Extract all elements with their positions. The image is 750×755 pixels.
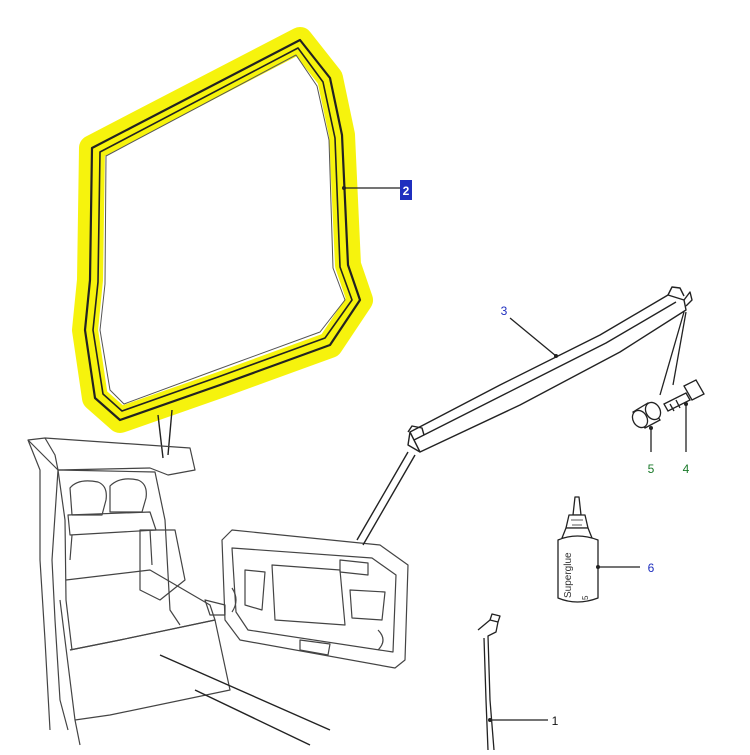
leader-trim-tailgate-2 bbox=[362, 454, 416, 546]
seal-inner-2 bbox=[99, 54, 346, 405]
leader-trim bbox=[509, 317, 557, 357]
leader-floor-2 bbox=[194, 689, 311, 746]
bottle-label-text: Superglue bbox=[563, 552, 574, 598]
leader-seal-vehicle-1 bbox=[157, 414, 164, 459]
callout-4-label[interactable]: 4 bbox=[683, 462, 690, 476]
callout-1-label[interactable]: 1 bbox=[552, 714, 559, 728]
check-strap[interactable] bbox=[477, 613, 501, 751]
leader-bolt-dot bbox=[684, 402, 688, 406]
callout-2-label[interactable]: 2 bbox=[403, 184, 410, 198]
leader-bottle-dot bbox=[596, 565, 600, 569]
leader-spacer-dot bbox=[649, 426, 653, 430]
trim-strip[interactable] bbox=[407, 286, 693, 453]
door-seal[interactable] bbox=[72, 27, 373, 433]
leader-seal-dot bbox=[342, 186, 346, 190]
leader-trim-dot bbox=[554, 354, 558, 358]
leader-floor-1 bbox=[159, 654, 331, 731]
seal-outer bbox=[83, 38, 362, 422]
spacer[interactable] bbox=[629, 400, 663, 431]
bolt[interactable] bbox=[663, 379, 705, 412]
bottle-volume-text: 5 bbox=[581, 595, 590, 600]
seal-highlight bbox=[72, 27, 373, 433]
leader-strap-dot bbox=[488, 718, 492, 722]
glue-bottle[interactable] bbox=[557, 496, 599, 603]
leader-trim-tailgate-1 bbox=[356, 451, 409, 541]
callout-5-label[interactable]: 5 bbox=[648, 462, 655, 476]
callout-3-label[interactable]: 3 bbox=[501, 304, 508, 318]
leader-seal-vehicle-2 bbox=[167, 409, 173, 456]
seal-inner bbox=[92, 47, 353, 412]
leader-trim-bolt bbox=[672, 311, 687, 386]
callout-2-selection-box[interactable] bbox=[400, 180, 412, 200]
vehicle-rear-body bbox=[27, 437, 231, 746]
tailgate bbox=[221, 529, 409, 669]
leader-trim-spacer bbox=[659, 311, 685, 396]
callout-6-label[interactable]: 6 bbox=[648, 561, 655, 575]
